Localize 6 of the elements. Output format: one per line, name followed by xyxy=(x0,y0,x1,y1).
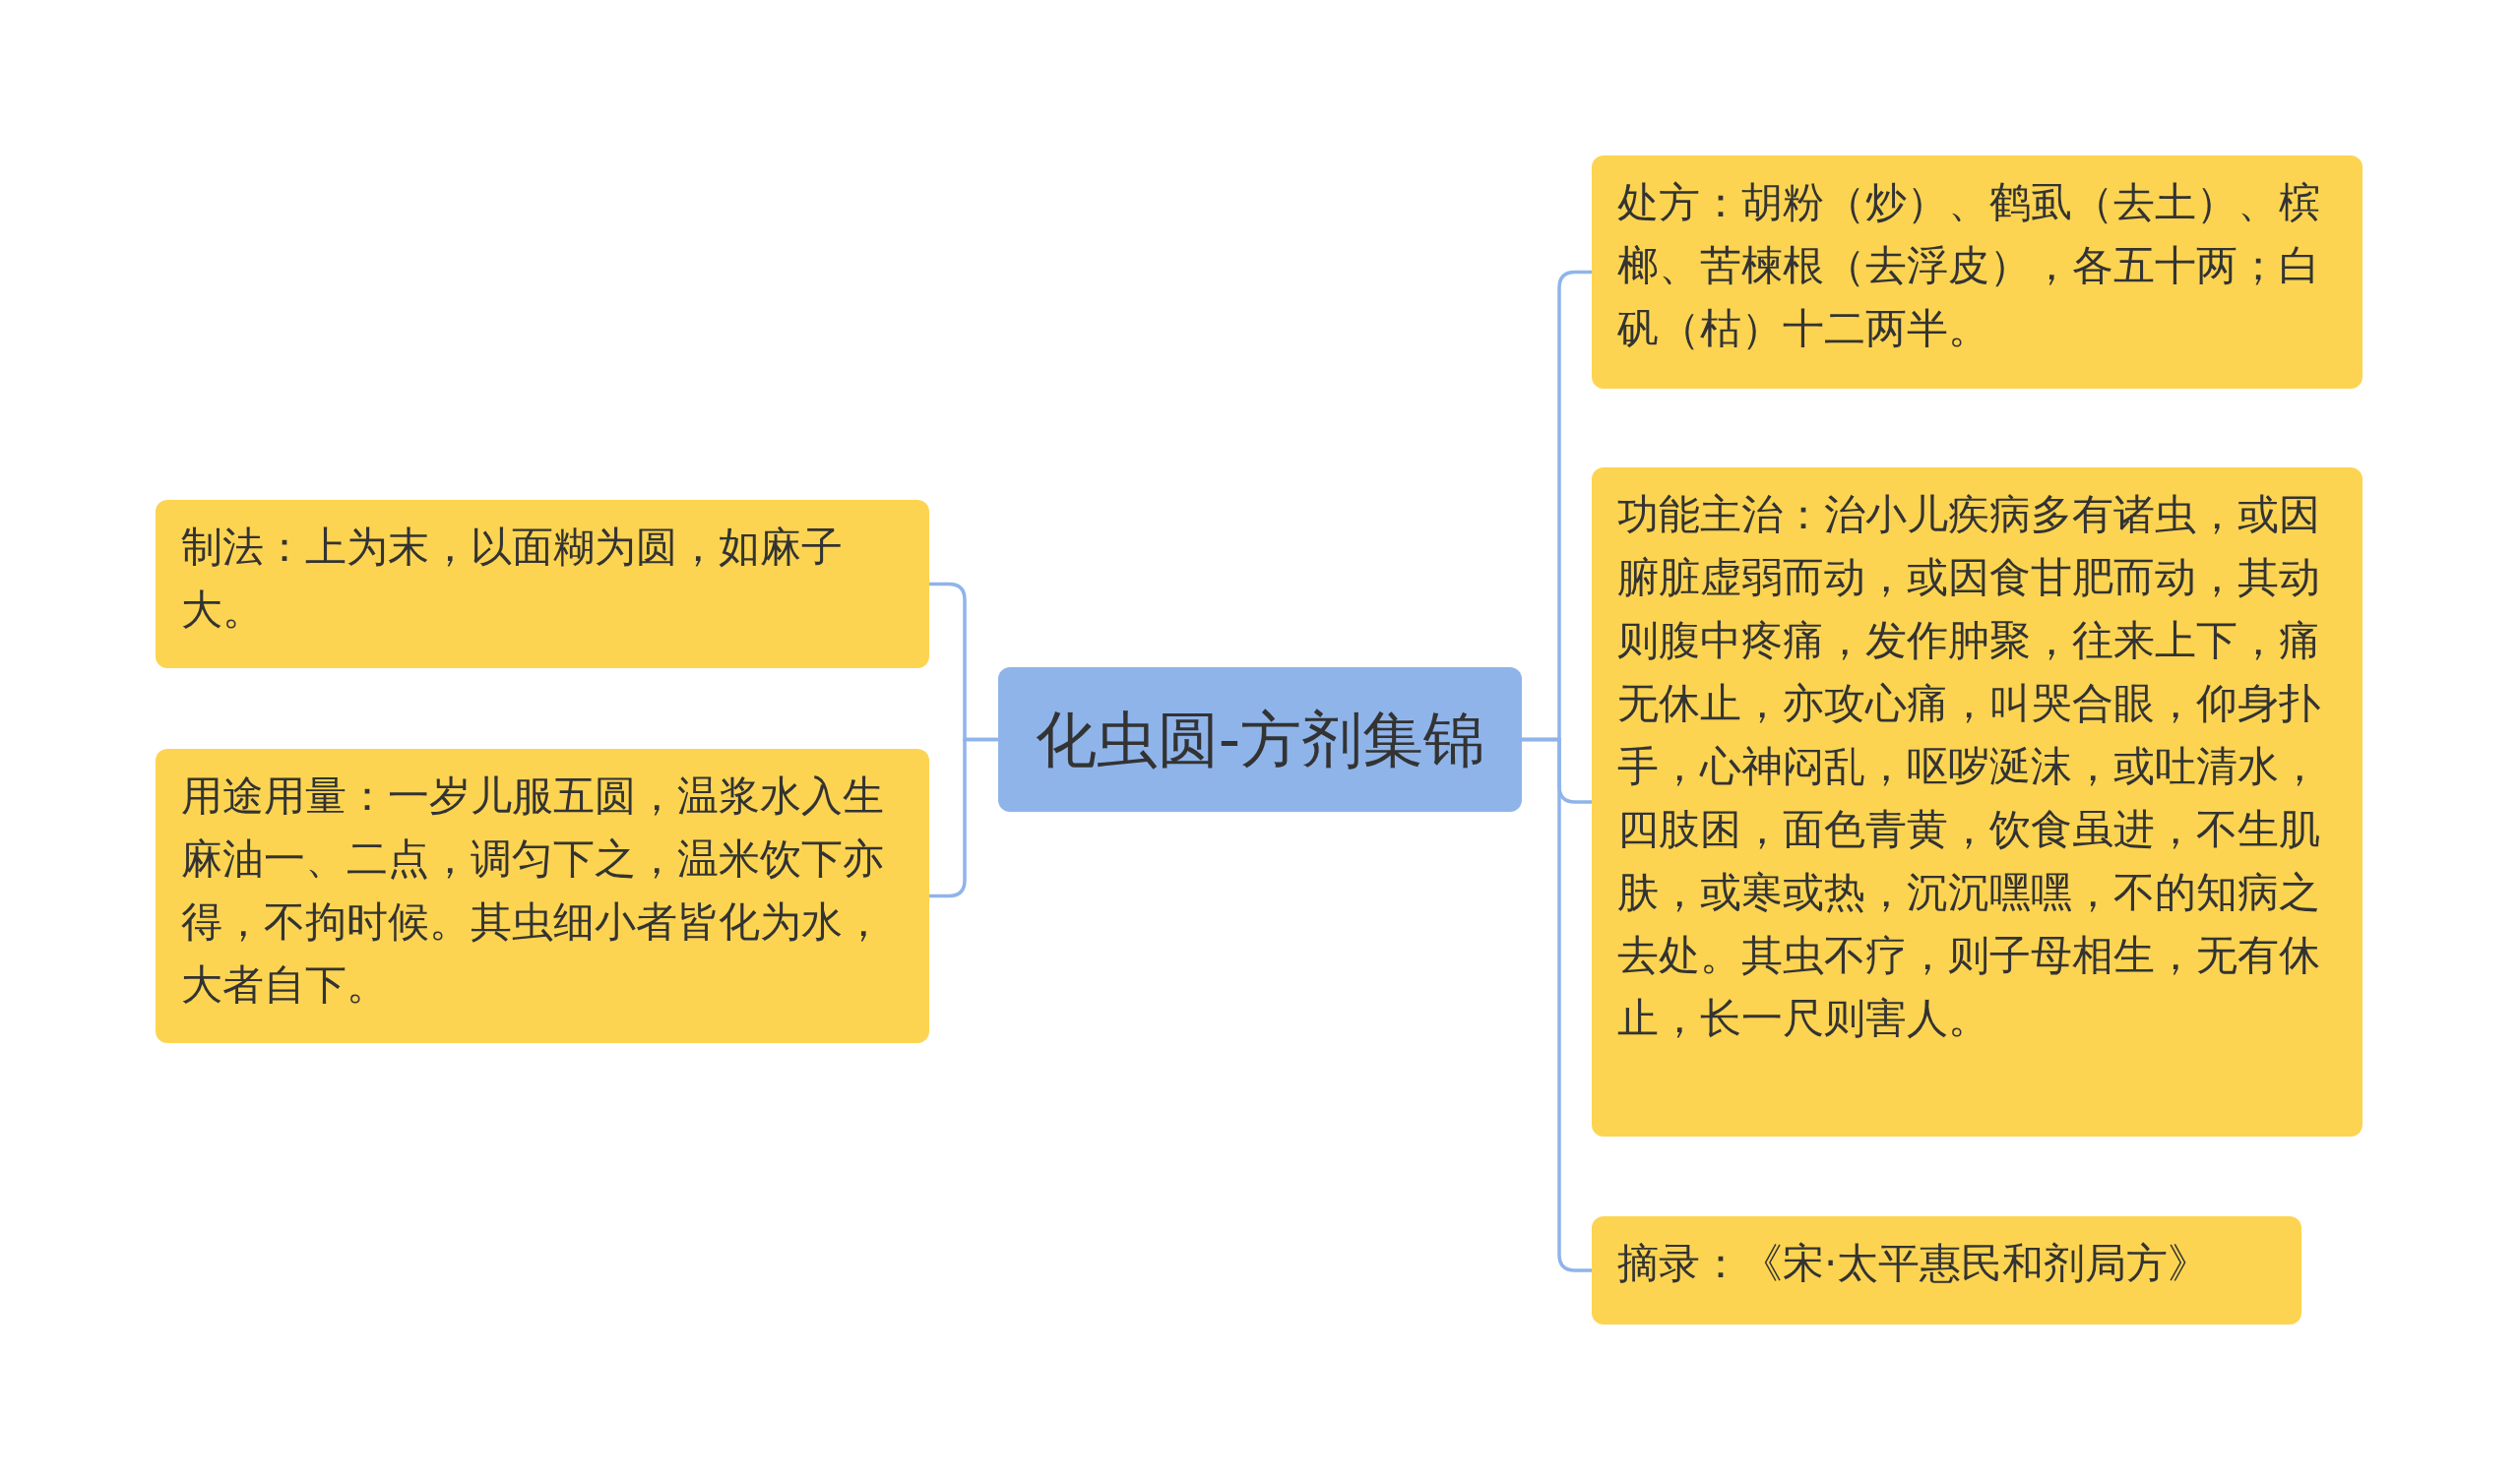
topic-box: 摘录：《宋·太平惠民和剂局方》 xyxy=(1592,1216,2301,1325)
topic-box: 处方：胡粉（炒）、鹤虱（去土）、槟榔、苦楝根（去浮皮），各五十两；白矾（枯）十二两半。 xyxy=(1592,155,2362,389)
topic-box: 用途用量：一岁儿服五圆，温浆水入生麻油一、二点，调匀下之，温米饮下亦得，不拘时候。其虫细小者皆化为水，大者自下。 xyxy=(156,749,929,1043)
topic-box: 制法：上为末，以面糊为圆，如麻子大。 xyxy=(156,500,929,668)
central-topic-box: 化虫圆-方剂集锦 xyxy=(998,667,1522,812)
topic-box: 功能主治：治小儿疾病多有诸虫，或因腑脏虚弱而动，或因食甘肥而动，其动则腹中疼痛，发作肿聚，往来上下，痛无休止，亦攻心痛，叫哭合眼，仰身扑手，心神闷乱，呕哕涎沫，或吐清水，四肢困，面色青黄，饮食虽进，不生肌肤，或寒或热，沉沉嘿嘿，不的知病之去处。其虫不疗，则子母相生，无有休止，长一尺则害人。 xyxy=(1592,467,2362,1137)
